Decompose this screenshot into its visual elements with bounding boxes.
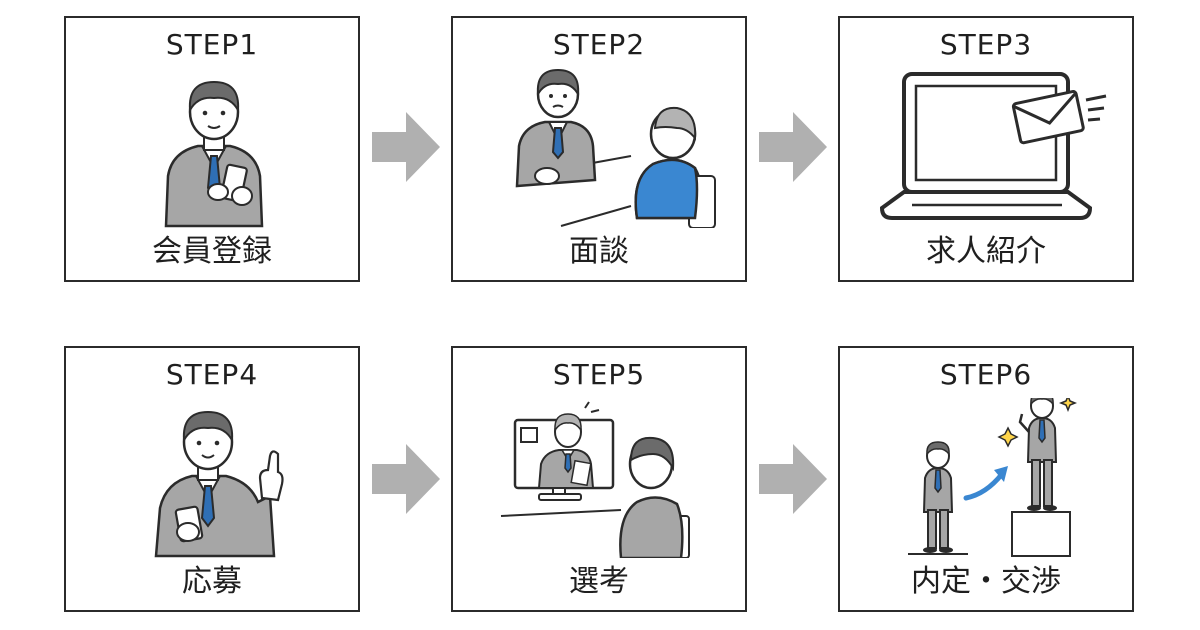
career-step-up-icon xyxy=(908,398,1078,557)
step-2-box: STEP2 面談 xyxy=(451,16,747,282)
step-title: STEP3 xyxy=(939,28,1033,61)
step-title: STEP5 xyxy=(552,358,646,391)
step-5-box: STEP5 選考 xyxy=(451,346,747,612)
step-4-box: STEP4 応募 xyxy=(64,346,360,612)
step-title: STEP2 xyxy=(552,28,646,61)
step-label: 会員登録 xyxy=(152,234,272,269)
online-interview-icon xyxy=(500,401,690,558)
arrow-right-icon xyxy=(372,112,440,182)
step-6-box: STEP6 内定・交渉 xyxy=(838,346,1134,612)
step-label: 選考 xyxy=(569,564,629,599)
interview-meeting-icon xyxy=(515,68,716,228)
arrow-right-icon xyxy=(759,112,827,182)
step-title: STEP6 xyxy=(939,358,1033,391)
step-label: 求人紹介 xyxy=(926,234,1046,269)
arrow-right-icon xyxy=(759,444,827,514)
arrow-right-icon xyxy=(372,444,440,514)
person-phone-icon xyxy=(164,80,264,228)
step-1-box: STEP1 会員登録 xyxy=(64,16,360,282)
laptop-mail-icon xyxy=(879,72,1107,220)
step-label: 応募 xyxy=(182,564,242,599)
step-title: STEP4 xyxy=(165,358,259,391)
step-title: STEP1 xyxy=(165,28,259,61)
person-raising-finger-icon xyxy=(154,410,284,558)
step-3-box: STEP3 求人紹介 xyxy=(838,16,1134,282)
step-label: 内定・交渉 xyxy=(911,564,1061,599)
step-label: 面談 xyxy=(569,234,629,269)
